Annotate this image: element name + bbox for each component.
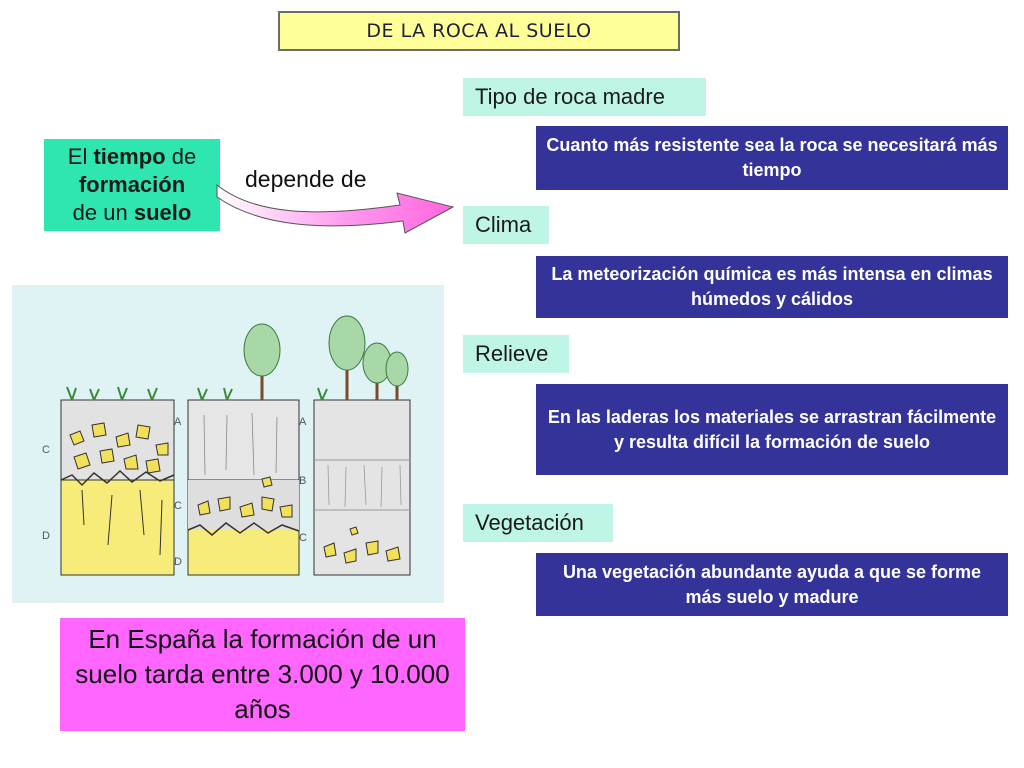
horizon-a-label-3: A <box>299 416 307 428</box>
factor-desc-vegetacion: Una vegetación abundante ayuda a que se … <box>536 553 1008 616</box>
time-box-text-2: de <box>165 144 197 169</box>
time-box-word-suelo: suelo <box>133 200 192 225</box>
factor-label-vegetacion: Vegetación <box>463 504 613 542</box>
horizon-b-label-3: B <box>299 475 306 487</box>
pink-arrow-icon <box>216 183 455 234</box>
factor-desc-roca-madre: Cuanto más resistente sea la roca se nec… <box>536 126 1008 190</box>
factor-desc-clima: La meteorización química es más intensa … <box>536 256 1008 318</box>
factor-desc-relieve: En las laderas los materiales se arrastr… <box>536 384 1008 475</box>
time-box-text-1: El <box>67 144 94 169</box>
soil-profile-intermediate: A C D <box>174 323 300 576</box>
horizon-c-label-3: C <box>299 532 307 544</box>
forest-icon <box>328 315 409 400</box>
horizon-c-label-2: C <box>174 500 182 512</box>
soil-profiles-illustration: C D A C D <box>12 285 444 603</box>
factor-label-clima: Clima <box>463 206 549 244</box>
factor-label-relieve: Relieve <box>463 335 569 373</box>
tree-icon <box>243 323 281 400</box>
depends-label: depende de <box>245 166 367 192</box>
time-box-word-tiempo: tiempo <box>93 144 166 169</box>
soil-profile-young: C D <box>42 386 175 576</box>
horizon-d-label: D <box>42 530 50 542</box>
soil-formation-time-box: El tiempo de formación de un suelo <box>44 139 220 231</box>
page-title: DE LA ROCA AL SUELO <box>278 11 680 51</box>
time-box-text-3: de un <box>72 200 134 225</box>
soil-profile-mature: A B C <box>299 315 411 576</box>
factor-label-roca-madre: Tipo de roca madre <box>463 78 706 116</box>
conclusion-box: En España la formación de un suelo tarda… <box>60 618 465 731</box>
time-box-word-formacion: formación <box>78 172 186 197</box>
horizon-d-label-2: D <box>174 556 182 568</box>
horizon-a-label-2: A <box>174 416 182 428</box>
horizon-c-label: C <box>42 444 50 456</box>
